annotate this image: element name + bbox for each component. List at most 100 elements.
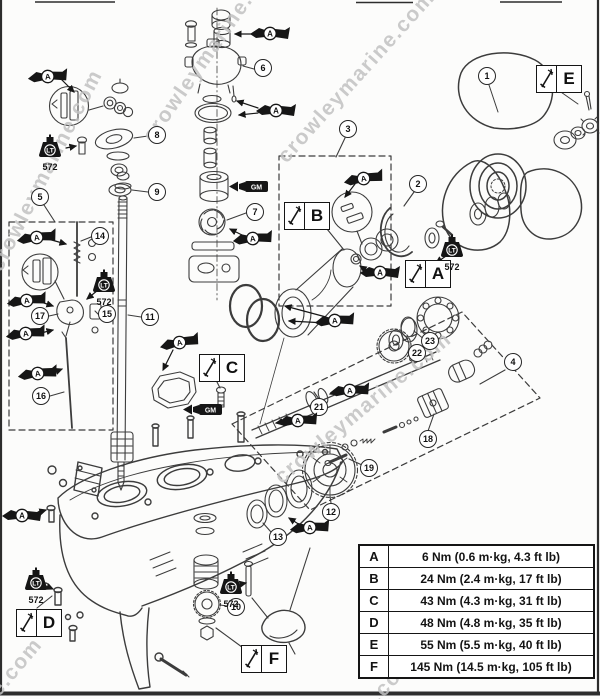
apply-sealant-flag: A (255, 102, 297, 124)
loctite-badge: LT 572 (35, 134, 65, 172)
torque-flag-letter: B (310, 206, 324, 225)
sealant-number: 572 (28, 595, 44, 605)
apply-letter: A (267, 29, 273, 38)
part-callout-5: 5 (31, 188, 49, 206)
torque-key: E (358, 633, 389, 656)
part-callout-4: 4 (504, 353, 522, 371)
torque-spec-flag: C (199, 354, 245, 382)
part-callout-23: 23 (421, 332, 439, 350)
sealant-number: 572 (223, 599, 239, 609)
torque-flag-letter: D (42, 613, 56, 632)
torque-spec-flag: E (536, 65, 582, 93)
apply-sealant-flag: A (5, 289, 50, 317)
torque-value: 43 Nm (4.3 m·kg, 31 ft lb) (388, 589, 595, 612)
torque-spec-flag: B (284, 202, 330, 230)
apply-sealant-flag: A (288, 517, 332, 543)
sealant-label: LT (448, 247, 455, 254)
apply-sealant-flag: A (249, 25, 291, 47)
torque-spec-table: A 6 Nm (0.6 m·kg, 4.3 ft lb) B 24 Nm (2.… (358, 544, 595, 679)
part-callout-9: 9 (148, 183, 166, 201)
lubricant-label: GM (251, 185, 262, 192)
sealant-number: 572 (42, 162, 58, 172)
part-callout-15: 15 (98, 305, 116, 323)
part-callout-12: 12 (322, 503, 340, 521)
apply-letter: A (23, 296, 30, 306)
torque-value: 55 Nm (5.5 m·kg, 40 ft lb) (388, 633, 595, 656)
part-callout-10: 10 (227, 598, 245, 616)
torque-table-row: C 43 Nm (4.3 m·kg, 31 ft lb) (358, 589, 595, 612)
gear-lube-badge: GM (183, 403, 223, 421)
apply-sealant-flag: A (231, 228, 275, 254)
torque-key: D (358, 611, 389, 634)
torque-flag-letter: F (268, 649, 280, 668)
torque-flag-letter: E (563, 69, 575, 88)
apply-sealant-flag: A (16, 362, 61, 390)
torque-wrench-icon (242, 646, 262, 672)
apply-sealant-flag: A (341, 167, 386, 196)
torque-wrench-icon (17, 610, 37, 636)
part-callout-7: 7 (246, 203, 264, 221)
torque-key: C (358, 589, 389, 612)
part-callout-6: 6 (254, 59, 272, 77)
torque-spec-flag: D (16, 609, 62, 637)
part-callout-17: 17 (31, 307, 49, 325)
torque-spec-flag: A (405, 260, 451, 288)
apply-letter: A (33, 233, 40, 243)
loctite-badge: LT 572 (437, 234, 467, 272)
sealant-number: 572 (444, 262, 460, 272)
torque-spec-flag: F (241, 645, 287, 673)
loctite-badge: LT 572 (21, 567, 51, 605)
sealant-label: LT (32, 580, 39, 587)
sealant-number: 572 (96, 297, 112, 307)
torque-wrench-icon (285, 203, 305, 229)
torque-key: F (358, 655, 389, 679)
torque-key: A (358, 544, 389, 568)
part-callout-14: 14 (91, 227, 109, 245)
apply-sealant-flag: A (328, 380, 372, 406)
part-callout-13: 13 (269, 528, 287, 546)
part-callout-22: 22 (408, 344, 426, 362)
apply-sealant-flag: A (26, 66, 70, 92)
apply-letter: A (307, 523, 314, 532)
part-callout-1: 1 (478, 67, 496, 85)
part-callout-19: 19 (360, 459, 378, 477)
apply-sealant-flag: A (1, 507, 43, 529)
torque-value: 24 Nm (2.4 m·kg, 17 ft lb) (388, 567, 595, 590)
apply-letter: A (22, 329, 29, 339)
propeller-group (441, 52, 600, 251)
torque-table-row: D 48 Nm (4.8 m·kg, 35 ft lb) (358, 611, 595, 634)
torque-value: 48 Nm (4.8 m·kg, 35 ft lb) (388, 611, 595, 634)
loctite-badge: LT 572 (216, 571, 246, 609)
apply-letter: A (34, 369, 41, 379)
apply-letter: A (273, 106, 279, 115)
apply-letter: A (360, 174, 367, 184)
shift-rod-group (8, 204, 114, 431)
loctite-badge: LT 572 (89, 269, 119, 307)
part-callout-18: 18 (419, 430, 437, 448)
apply-sealant-flag: A (15, 226, 60, 254)
gear-cluster-group (231, 311, 541, 533)
torque-value: 6 Nm (0.6 m·kg, 4.3 ft lb) (388, 544, 595, 568)
lower-bearing-group (36, 512, 311, 655)
apply-letter: A (377, 268, 383, 277)
part-callout-3: 3 (339, 120, 357, 138)
sealant-label: LT (227, 584, 234, 591)
apply-letter: A (347, 386, 354, 395)
torque-wrench-icon (200, 355, 220, 381)
part-callout-2: 2 (409, 175, 427, 193)
apply-letter: A (295, 416, 302, 425)
apply-sealant-flag: A (276, 410, 320, 436)
part-callout-8: 8 (148, 126, 166, 144)
apply-sealant-flag: A (157, 330, 203, 360)
torque-table-row: F 145 Nm (14.5 m·kg, 105 ft lb) (358, 655, 595, 679)
torque-value: 145 Nm (14.5 m·kg, 105 ft lb) (388, 655, 595, 679)
part-callout-11: 11 (141, 308, 159, 326)
torque-flag-letter: C (225, 358, 239, 377)
torque-flag-letter: A (431, 264, 445, 283)
torque-table-row: B 24 Nm (2.4 m·kg, 17 ft lb) (358, 567, 595, 590)
apply-sealant-flag: A (313, 310, 357, 336)
apply-letter: A (176, 338, 184, 348)
